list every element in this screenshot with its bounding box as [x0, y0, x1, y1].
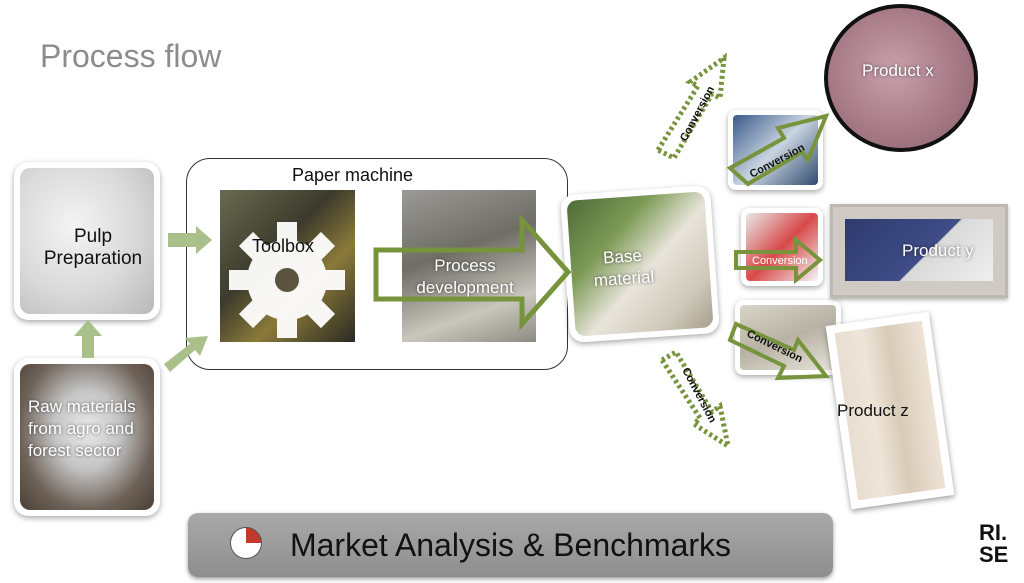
product-y-image: [830, 204, 1008, 298]
arrow-to-product-x: [726, 113, 830, 187]
page-title: Process flow: [40, 38, 222, 74]
market-analysis-bar: Market Analysis & Benchmarks: [188, 513, 833, 577]
arrow-process-to-base: [373, 213, 572, 331]
arrow-raw-to-pulp: [74, 320, 102, 358]
market-analysis-label: Market Analysis & Benchmarks: [289, 527, 732, 563]
conversion-photo-1: [728, 110, 823, 190]
raw-materials-label: Raw materials from agro and forest secto…: [28, 397, 136, 460]
arrow-pulp-to-machine: [168, 226, 212, 254]
process-development-label: Process development: [416, 256, 514, 297]
rise-logo: RI. SE: [979, 522, 1019, 566]
arrow-to-product-y: [734, 235, 824, 285]
arrow-to-product-z: [727, 321, 830, 381]
product-y-label: Product y: [902, 241, 974, 260]
pulp-preparation-card: Pulp Preparation: [14, 162, 160, 320]
conversion-label-up: Conversion: [678, 84, 717, 143]
raw-materials-card: Raw materials from agro and forest secto…: [14, 358, 160, 516]
arrow-raw-to-machine: [164, 336, 208, 372]
market-pie-icon: [230, 527, 262, 559]
paper-machine-title: Paper machine: [292, 165, 414, 185]
dotted-arrow-up: [654, 52, 728, 162]
conversion-photo-3-image: [740, 305, 836, 370]
gear-icon: [229, 222, 345, 338]
process-development-photo: [402, 190, 536, 342]
dotted-arrow-down: [658, 348, 732, 452]
product-x-label: Product x: [862, 61, 934, 80]
rise-logo-line1: RI.: [979, 520, 1008, 545]
rise-logo-line2: SE: [979, 542, 1009, 567]
pulp-label: Pulp Preparation: [43, 226, 143, 269]
product-x-image: [824, 4, 978, 152]
pulp-photo: [20, 168, 154, 314]
product-y-fabric: [845, 219, 993, 281]
conversion-label-x: Conversion: [748, 142, 807, 181]
conversion-photo-3: [735, 300, 841, 375]
conversion-label-y: Conversion: [752, 255, 808, 267]
product-z-label: Product z: [837, 401, 909, 420]
raw-materials-photo: [20, 364, 154, 510]
toolbox-photo: [220, 190, 355, 342]
toolbox-label: Toolbox: [252, 236, 315, 256]
